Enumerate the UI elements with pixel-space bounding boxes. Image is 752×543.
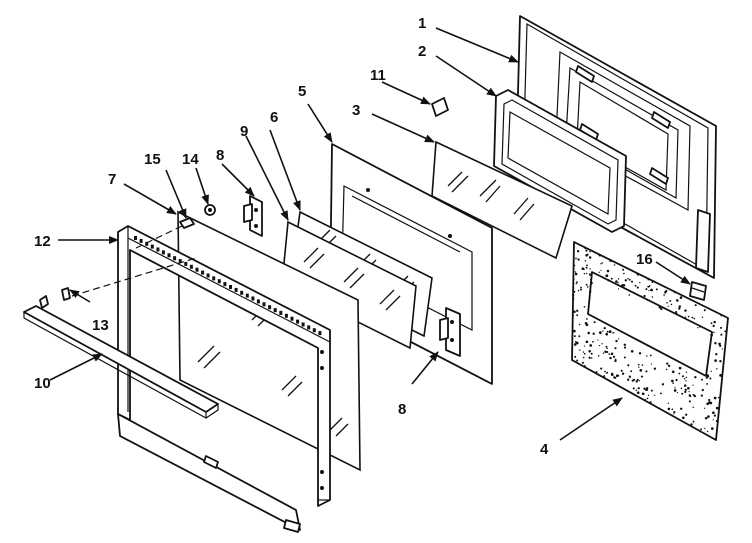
washer-part	[179, 217, 195, 229]
small-clip	[61, 287, 71, 301]
callout-2: 2	[418, 43, 426, 60]
alignment-line-upper	[135, 225, 183, 249]
hinge-bracket-right	[439, 307, 461, 357]
callout-16: 16	[636, 251, 653, 268]
door-gasket	[493, 89, 627, 233]
callout-8-upper: 8	[216, 147, 224, 164]
callout-1: 1	[418, 15, 426, 32]
vent-slots	[134, 236, 322, 336]
callout-4: 4	[540, 441, 549, 458]
insulation-speckle-texture	[571, 247, 729, 433]
callout-5: 5	[298, 83, 306, 100]
callout-12: 12	[34, 233, 51, 250]
callout-9: 9	[240, 123, 248, 140]
callout-11: 11	[370, 67, 386, 84]
leader-lines	[49, 27, 691, 441]
callout-3: 3	[352, 102, 360, 119]
bracket-part	[689, 281, 707, 301]
screw-part	[204, 204, 216, 216]
callout-13: 13	[92, 317, 109, 334]
bottom-trim	[117, 413, 301, 533]
door-handle	[23, 295, 219, 420]
inner-glass	[431, 140, 573, 260]
callout-8-lower: 8	[398, 401, 406, 418]
hinge-bracket-left	[243, 195, 263, 237]
inner-door-panel	[515, 15, 717, 279]
callout-10: 10	[34, 375, 51, 392]
callout-6: 6	[270, 109, 278, 126]
callout-7: 7	[108, 171, 116, 188]
callout-14: 14	[182, 151, 199, 168]
alignment-line-lower	[71, 257, 197, 297]
insulation-block	[571, 241, 729, 441]
clip-part	[431, 97, 449, 117]
callout-15: 15	[144, 151, 161, 168]
